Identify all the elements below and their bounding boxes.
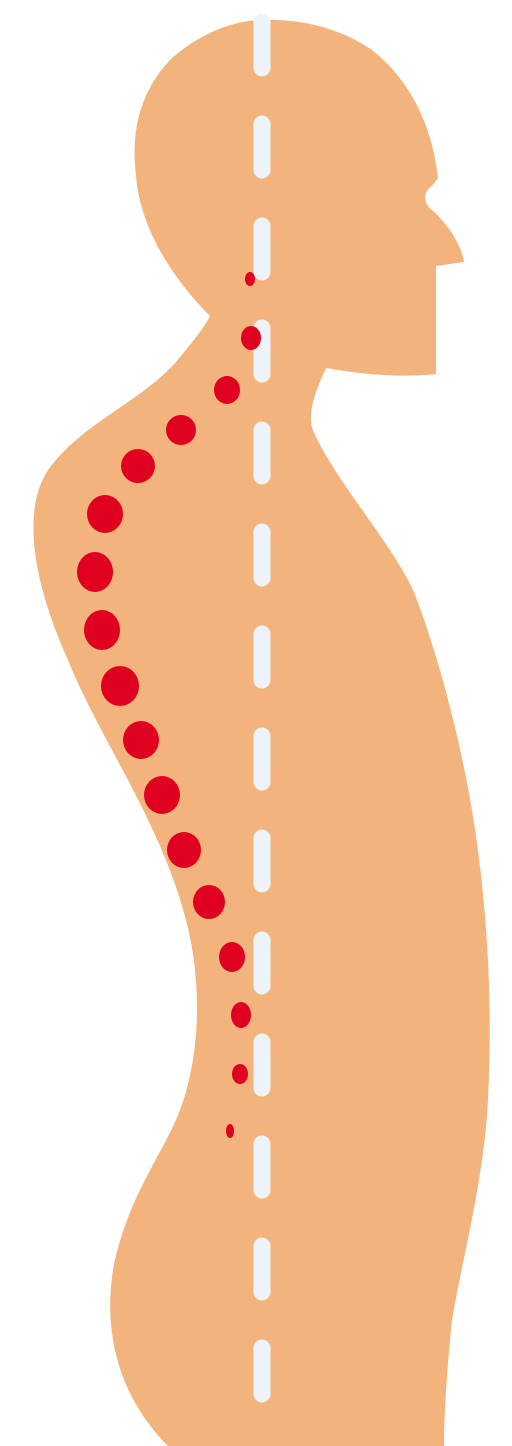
vertebra-16 [232,1064,248,1084]
vertebra-3 [214,376,240,404]
vertebra-12 [167,832,201,868]
vertebra-14 [219,942,245,972]
vertebra-2 [241,326,261,350]
vertebra-5 [121,449,155,483]
vertebra-1 [245,272,255,286]
vertebra-17 [226,1124,234,1138]
vertebra-11 [144,776,180,814]
vertebra-4 [166,415,196,445]
vertebra-8 [84,610,120,650]
vertebra-6 [87,495,123,533]
vertebra-9 [101,666,139,706]
vertebra-7 [77,552,113,592]
vertebra-10 [123,721,159,759]
vertebra-13 [193,885,225,919]
spine-vertebrae [77,272,261,1138]
vertebra-15 [231,1002,251,1028]
